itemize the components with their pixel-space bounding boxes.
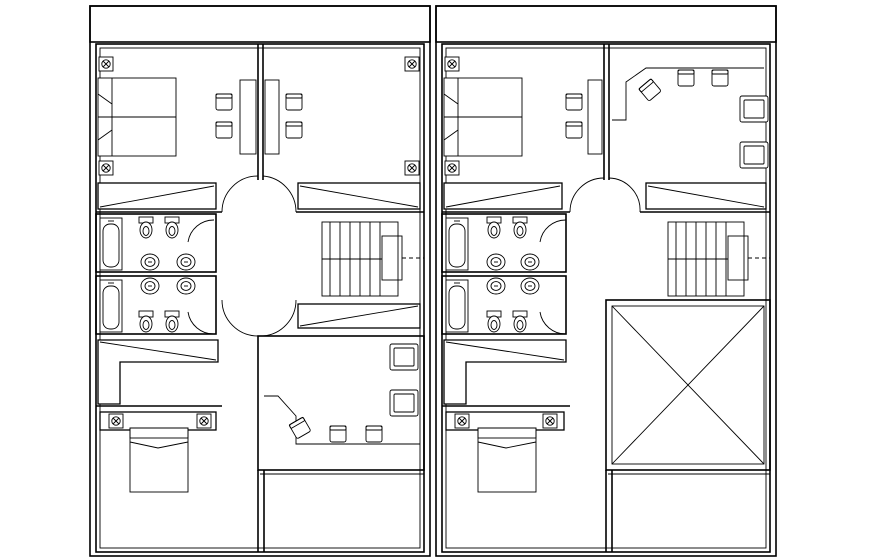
left-staircase — [321, 221, 424, 297]
left-floor-plan — [89, 5, 431, 557]
right-plan-title-strip — [435, 5, 777, 43]
right-bathroom-2 — [441, 275, 567, 335]
right-bedroom-3 — [445, 411, 565, 493]
left-office — [257, 335, 425, 471]
left-kitchen-counter — [97, 339, 219, 405]
left-bathroom-2 — [95, 275, 217, 335]
right-closet-2 — [645, 182, 767, 210]
right-kitchen-counter — [443, 339, 567, 405]
right-floor-plan — [435, 5, 777, 557]
right-void-opening — [605, 299, 771, 471]
left-closet-2 — [297, 182, 421, 210]
right-closet-1 — [443, 182, 563, 210]
left-plan-title-strip — [89, 5, 431, 43]
right-staircase — [667, 221, 770, 297]
left-bathroom-1 — [95, 213, 217, 273]
left-bedroom-1 — [97, 56, 257, 176]
left-bedroom-2 — [264, 56, 420, 176]
left-bedroom-3 — [99, 411, 217, 493]
right-bedroom-1 — [443, 56, 603, 176]
right-office-upper — [612, 67, 769, 169]
right-bathroom-1 — [441, 213, 567, 273]
left-closet-1 — [97, 182, 217, 210]
